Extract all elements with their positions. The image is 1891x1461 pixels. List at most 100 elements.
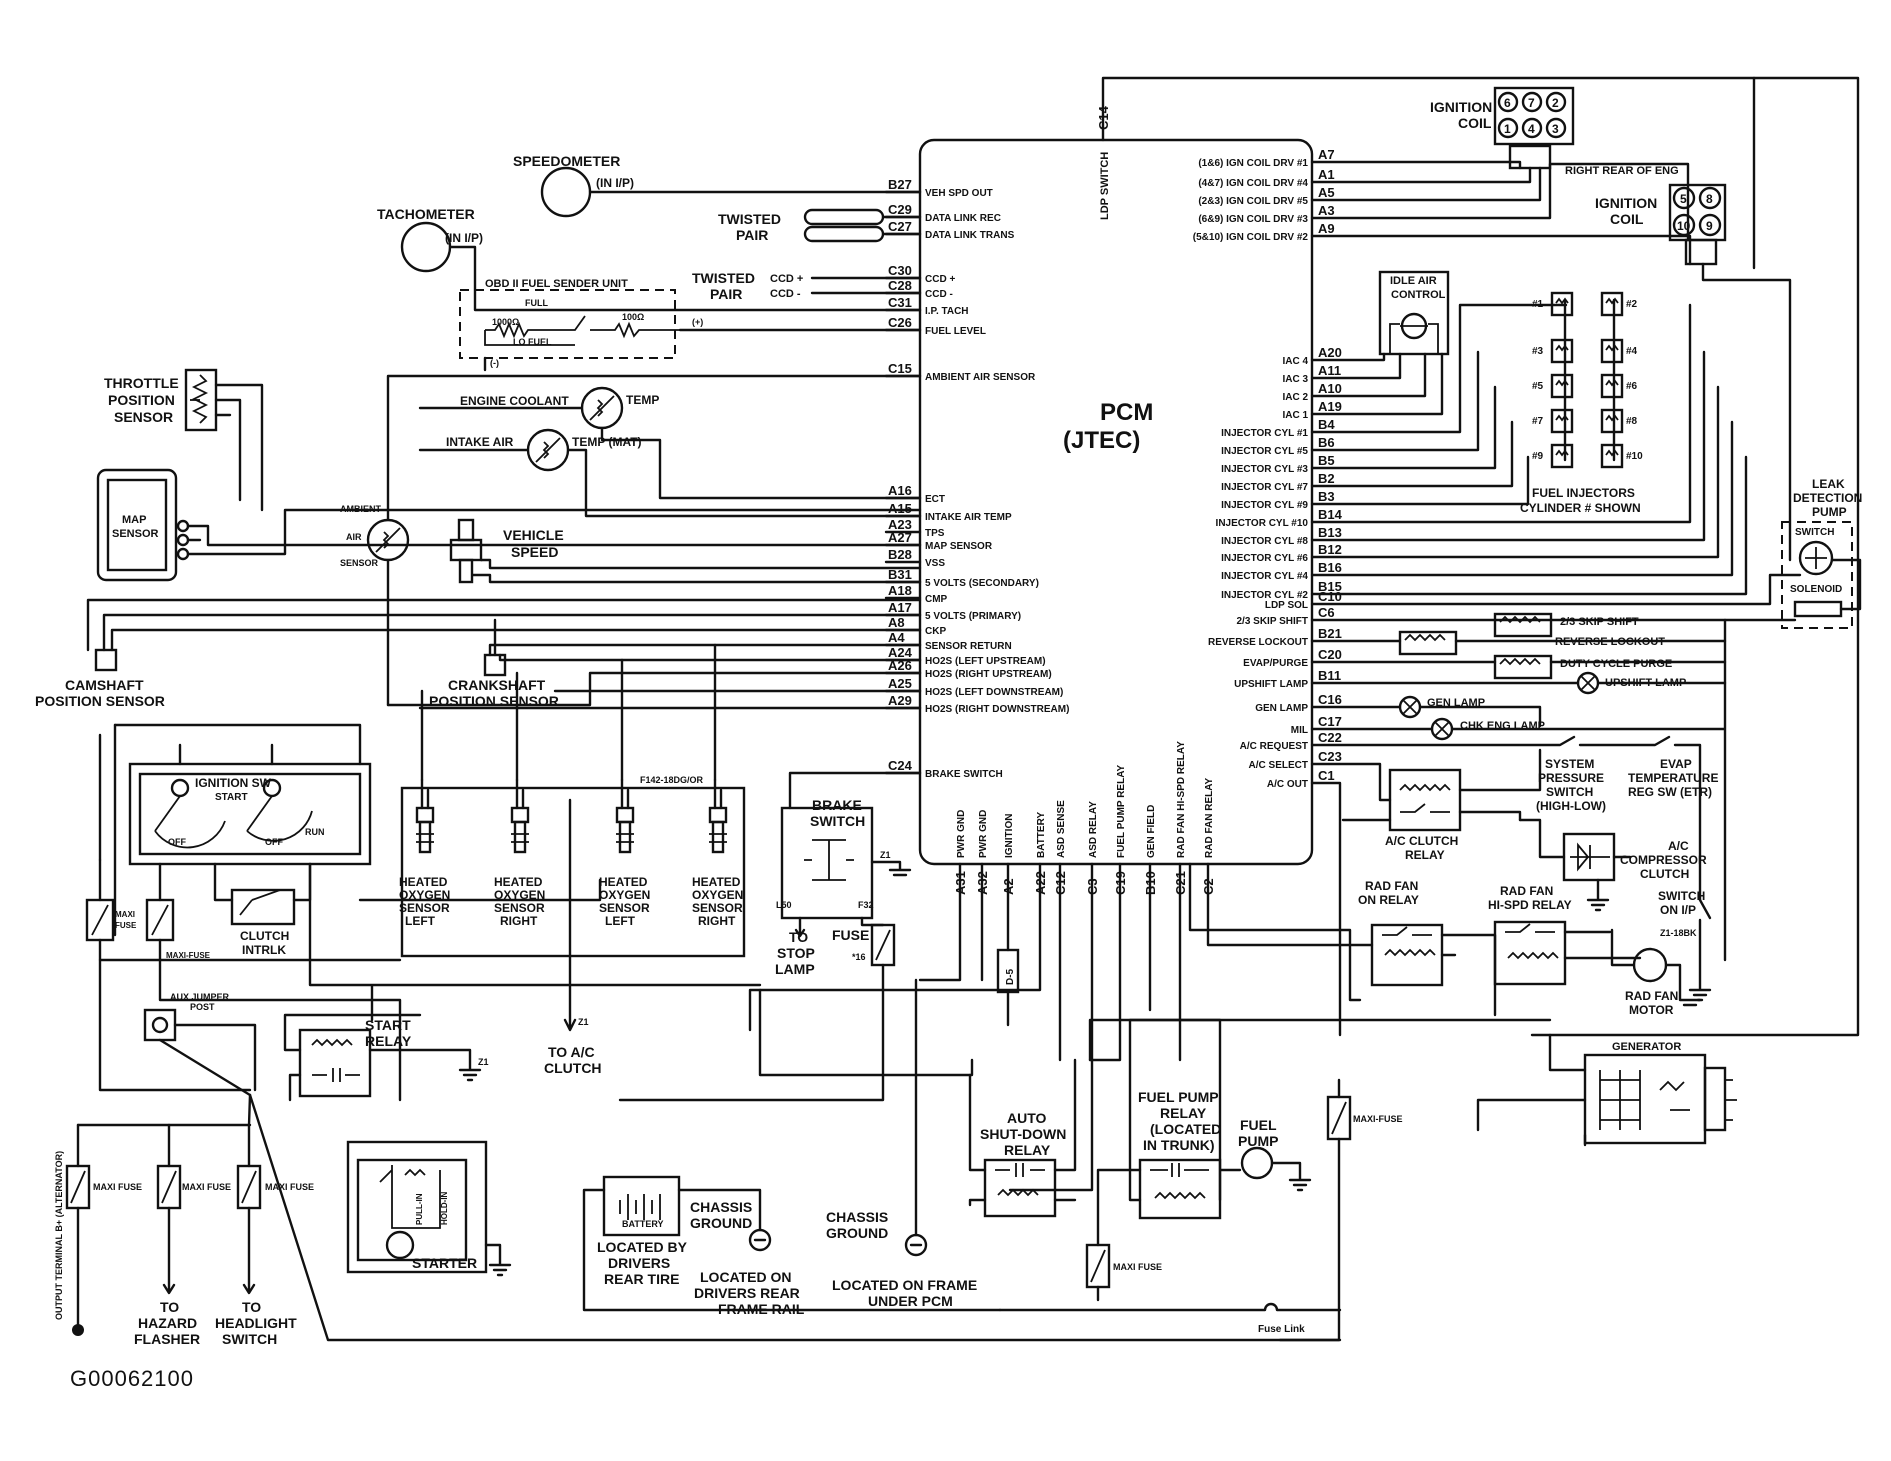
loc-frame-rail-label-3: FRAME RAIL — [718, 1301, 805, 1317]
idle-air-label-2: CONTROL — [1391, 289, 1446, 301]
o2-sensor-word-2: SENSOR — [494, 901, 545, 915]
pin-a8: A8 — [888, 615, 905, 630]
twisted-pair-2-label-a: TWISTED — [692, 270, 755, 286]
fuel-pump-relay-label-3: (LOCATED — [1150, 1121, 1221, 1137]
fuel-pump-relay-label-2: RELAY — [1160, 1105, 1207, 1121]
evap-label-2: TEMPERATURE — [1628, 771, 1718, 785]
switch-on-ip-label-2: ON I/P — [1660, 903, 1696, 917]
intake-air-label: INTAKE AIR — [446, 435, 514, 449]
fuel-injector-label-5: #5 — [1532, 381, 1544, 392]
pin-a32-label: PWR GND — [978, 810, 989, 858]
chassis-ground-battery-label-2: GROUND — [690, 1215, 752, 1231]
fuel-pump-label-2: PUMP — [1238, 1133, 1278, 1149]
sys-press-label-1: SYSTEM — [1545, 757, 1594, 771]
fuel-pump-label-1: FUEL — [1240, 1117, 1277, 1133]
to-ac-label-1: TO A/C — [548, 1044, 595, 1060]
pin-a17-label: 5 VOLTS (PRIMARY) — [925, 611, 1021, 622]
pin-c15-label: AMBIENT AIR SENSOR — [925, 372, 1036, 383]
ignition-sw-label: IGNITION SW — [195, 776, 272, 790]
chassis-ground-pcm: CHASSIS GROUND LOCATED ON FRAME UNDER PC… — [826, 978, 977, 1309]
switch-on-ip: SWITCH ON I/P Z1-18BK — [1658, 889, 1712, 1002]
pin-c23: C23 — [1318, 749, 1342, 764]
speedometer-in-ip: (IN I/P) — [596, 176, 634, 190]
pin-a16: A16 — [888, 483, 912, 498]
fuse-link: Fuse Link — [998, 1302, 1342, 1335]
pin-b15-label: INJECTOR CYL #2 — [1221, 590, 1308, 601]
pin-b27: B27 — [888, 177, 912, 192]
pin-b13-label: INJECTOR CYL #8 — [1221, 536, 1308, 547]
duty-cycle-label: DUTY CYCLE PURGE — [1560, 658, 1672, 670]
ac-clutch-relay: A/C CLUTCH RELAY — [1310, 748, 1542, 1037]
pin-b21: B21 — [1318, 626, 1342, 641]
twisted-pair-1-label-b: PAIR — [736, 227, 768, 243]
pin-a20-label: IAC 4 — [1282, 356, 1308, 367]
fuse-label: FUSE — [832, 927, 869, 943]
ignition-coil-label-2: COIL — [1458, 115, 1492, 131]
rad-fan-motor: RAD FAN MOTOR — [1610, 928, 1702, 1017]
chassis-ground-pcm-label-1: CHASSIS — [826, 1209, 888, 1225]
pin-b13: B13 — [1318, 525, 1342, 540]
fuel-injector-8 — [1600, 408, 1624, 434]
pin-b12: B12 — [1318, 542, 1342, 557]
coil-right-tower-8: 8 — [1706, 192, 1713, 206]
brake-switch: BRAKE SWITCH Z1 L50 F32 — [776, 771, 922, 938]
rad-fan-motor-label-2: MOTOR — [1629, 1003, 1674, 1017]
pin-c20: C20 — [1318, 647, 1342, 662]
loc-frame-rail-label-1: LOCATED ON — [700, 1269, 792, 1285]
brake-label-1: BRAKE — [812, 797, 862, 813]
pin-a25: A25 — [888, 676, 912, 691]
pin-b10-label: GEN FIELD — [1146, 805, 1157, 858]
pin-c16-label: GEN LAMP — [1255, 703, 1308, 714]
pin-a1-label: (4&7) IGN COIL DRV #4 — [1198, 178, 1308, 189]
maxi-headlight-label: MAXI FUSE — [265, 1182, 314, 1192]
coil-top-tower-1: 1 — [1504, 122, 1511, 136]
ccd-minus-label: CCD - — [770, 288, 801, 300]
loc-frame-rail-label-2: DRIVERS REAR — [694, 1285, 800, 1301]
coil-right-tower-9: 9 — [1706, 219, 1713, 233]
pin-a29-label: HO2S (RIGHT DOWNSTREAM) — [925, 704, 1069, 715]
pin-a20: A20 — [1318, 345, 1342, 360]
evap-label-3: REG SW (ETR) — [1628, 785, 1712, 799]
o2-heated-1: HEATED — [399, 875, 448, 889]
pin-b16: B16 — [1318, 560, 1342, 575]
pin-b28: B28 — [888, 547, 912, 562]
ignition-run-label: RUN — [305, 827, 325, 837]
camshaft-label-2: POSITION SENSOR — [35, 693, 165, 709]
pin-a27-label: MAP SENSOR — [925, 541, 993, 552]
loc-drivers-label-1: LOCATED BY — [597, 1239, 688, 1255]
rad-fan-on-label-2: ON RELAY — [1358, 893, 1419, 907]
battery: BATTERY LOCATED BY DRIVERS REAR TIRE — [582, 1175, 1002, 1312]
pin-c28: C28 — [888, 278, 912, 293]
pin-c27-label: DATA LINK TRANS — [925, 230, 1015, 241]
ldp-switch-text: SWITCH — [1795, 527, 1834, 538]
auto-shutdown-relay: AUTO SHUT-DOWN RELAY — [968, 1058, 1077, 1218]
fuel-injector-label-10: #10 — [1626, 451, 1643, 462]
pin-a4-label: SENSOR RETURN — [925, 641, 1012, 652]
brake-f32: F32 — [858, 900, 874, 910]
pin-a17: A17 — [888, 600, 912, 615]
loc-pcm-label-1: LOCATED ON FRAME — [832, 1277, 977, 1293]
pin-c22-label: A/C REQUEST — [1240, 741, 1308, 752]
leak-label-3: PUMP — [1812, 505, 1847, 519]
sender-plus-label: (+) — [692, 317, 703, 327]
fuel-injector-label-8: #8 — [1626, 416, 1638, 427]
fuse-n16-label: *16 — [852, 952, 866, 962]
twisted-pair-2-label-b: PAIR — [710, 286, 742, 302]
pcm-subtitle: (JTEC) — [1063, 427, 1140, 454]
pin-b21-label: REVERSE LOCKOUT — [1208, 637, 1308, 648]
maxi-fuse-output: MAXI FUSE OUTPUT TERMINAL B+ (ALTERNATOR… — [54, 1123, 142, 1336]
maxi-left-1: MAXI — [115, 910, 135, 919]
switch-on-ip-label-1: SWITCH — [1658, 889, 1705, 903]
fuel-injector-2 — [1600, 291, 1624, 317]
rad-fan-on-label-1: RAD FAN — [1365, 879, 1418, 893]
pin-a25-label: HO2S (LEFT DOWNSTREAM) — [925, 687, 1063, 698]
loc-drivers-label-2: DRIVERS — [608, 1255, 670, 1271]
o2-sensor-word-1: SENSOR — [399, 901, 450, 915]
ignition-start-label: START — [215, 792, 248, 803]
pin-a15: A15 — [888, 501, 912, 516]
pin-b31: B31 — [888, 567, 912, 582]
